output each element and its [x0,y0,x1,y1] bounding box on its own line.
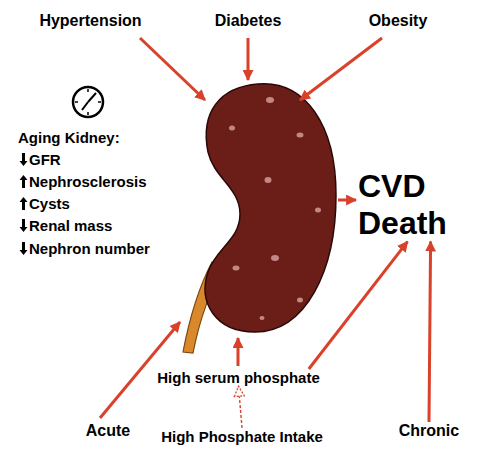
node-text: Diabetes [208,12,288,30]
highlight-spot [271,255,279,261]
factor-node: CVD Death [358,168,468,242]
factor-node: Hypertension [28,12,153,30]
node-text: CVD Death [358,168,468,242]
node-text: High Phosphate Intake [146,428,338,445]
highlight-spot [297,298,303,303]
node-text: Hypertension [28,12,153,30]
up-arrow-symbol [20,197,28,210]
list-item: Nephron number [29,241,150,258]
outcome-arrow [338,199,356,202]
up-arrow-symbol [20,175,28,188]
highlight-spot [265,177,272,183]
clock-hand [82,102,88,110]
list-item: Nephrosclerosis [29,174,147,191]
dashed-arrow [239,386,243,428]
kidney-highlights [229,97,321,320]
factor-arrow [247,38,250,80]
highlight-spot [233,266,240,271]
list-item: GFR [29,152,61,169]
kidney-illustration [205,84,336,332]
clock-tick [87,89,89,92]
down-arrow-symbol [20,219,28,232]
factor-node: Diabetes [208,12,288,30]
factor-arrow [237,338,240,366]
factor-node: High serum phosphate [146,369,331,386]
node-text: Chronic [392,422,466,440]
down-arrow-symbol [20,242,28,255]
clock-icon [73,87,103,117]
factor-node: Acute [78,422,138,440]
trend-symbols [20,153,28,255]
kidney-arrows [100,38,382,418]
highlight-spot [229,126,235,131]
down-arrow-symbol [20,153,28,166]
clock-tick [87,112,89,115]
list-heading: Aging Kidney: [18,130,120,147]
list-item: Renal mass [29,218,112,235]
highlight-spot [266,97,274,103]
factor-node: Obesity [360,12,436,30]
node-text: Acute [78,422,138,440]
highlight-spot [315,208,321,213]
node-text: Obesity [360,12,436,30]
list-item: Cysts [29,196,70,213]
highlight-spot [297,133,304,138]
node-text: High serum phosphate [146,369,331,386]
causal-arrow [429,242,431,422]
factor-arrow [140,38,205,100]
highlight-spot [260,316,265,320]
clock-tick [98,101,101,103]
factor-arrow [300,38,382,100]
clock-face [73,87,103,117]
causal-arrow [309,242,408,369]
clock-hand [88,93,96,102]
factor-node: Chronic [392,422,466,440]
factor-node: High Phosphate Intake [146,428,338,445]
clock-tick [75,101,78,103]
